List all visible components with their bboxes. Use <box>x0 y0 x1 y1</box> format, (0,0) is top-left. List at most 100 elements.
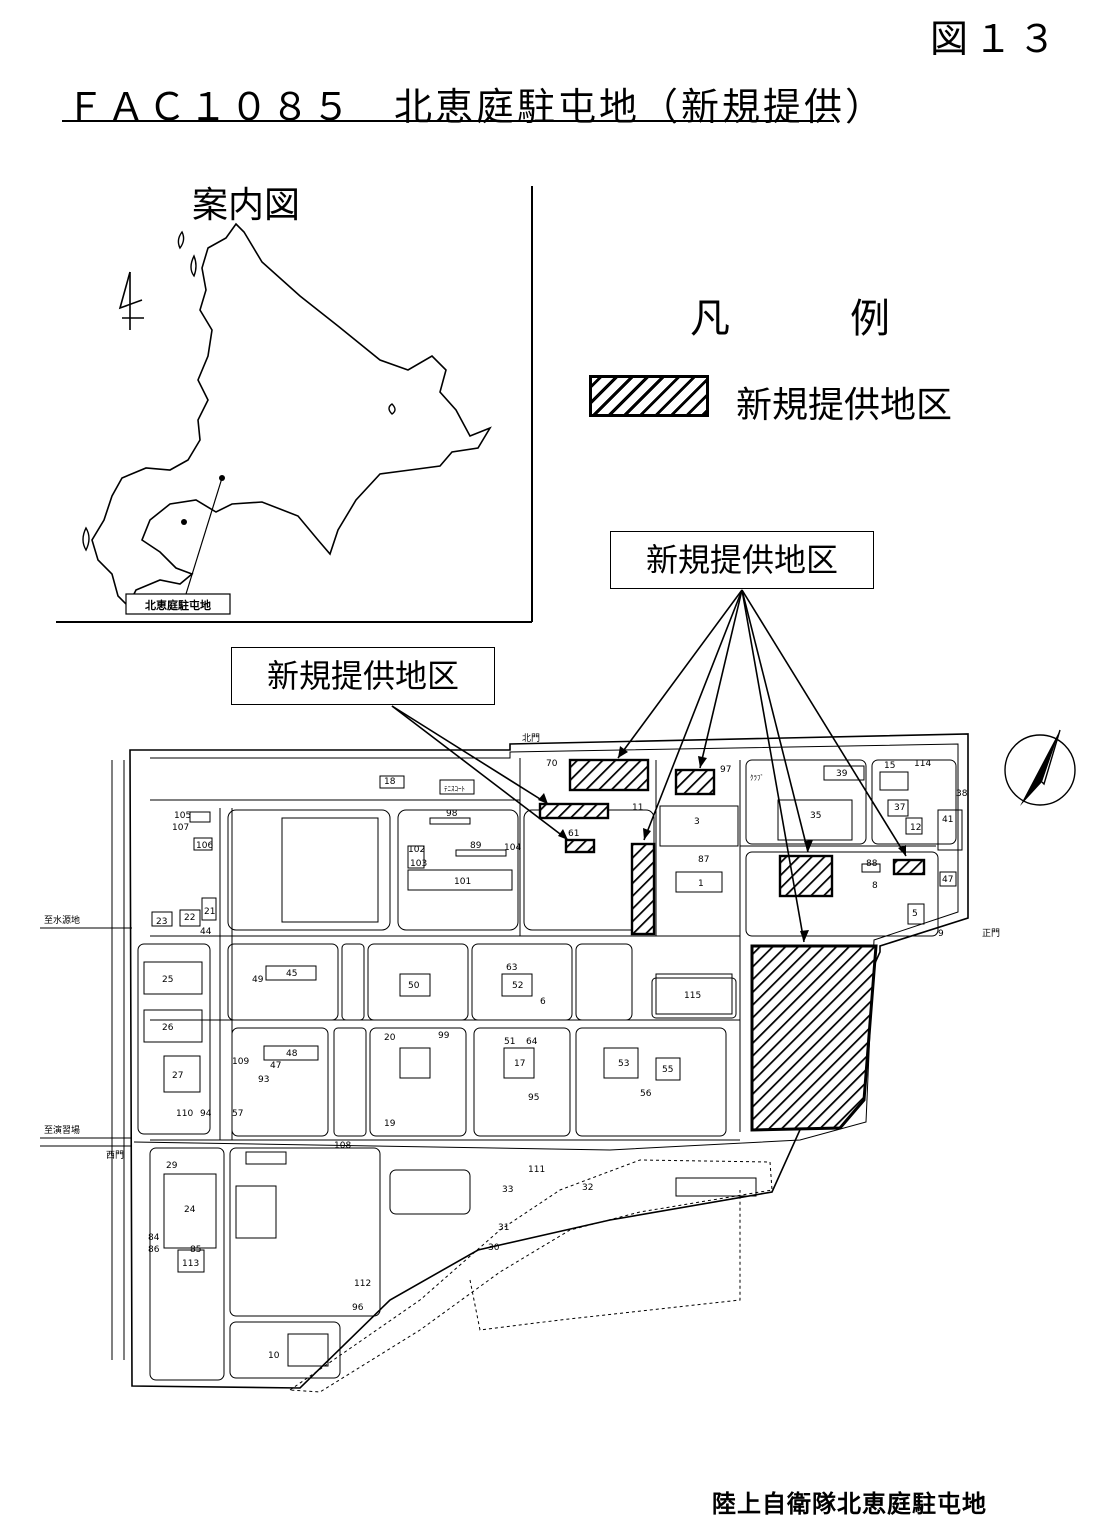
inset-location-label: 北恵庭駐屯地 <box>145 598 211 612</box>
building-number-115: 115 <box>684 991 701 1001</box>
west-gate-label: 西門 <box>106 1150 124 1161</box>
building-number-32: 32 <box>582 1183 593 1193</box>
building-number-12: 12 <box>910 823 921 833</box>
building-number-57: 57 <box>232 1109 243 1119</box>
to-training-area-label: 至演習場 <box>44 1124 80 1136</box>
building-number-88: 88 <box>866 859 878 869</box>
building-number-44: 44 <box>200 927 212 937</box>
bottom-caption: 陸上自衛隊北恵庭駐屯地 <box>712 1490 987 1518</box>
building-number-113: 113 <box>182 1259 199 1269</box>
building-number-20: 20 <box>384 1033 396 1043</box>
building-number-52: 52 <box>512 981 523 991</box>
main-gate-label: 正門 <box>982 928 1000 939</box>
building-number-37: 37 <box>894 803 905 813</box>
arrow-heads <box>538 746 906 942</box>
building-number-96: 96 <box>352 1303 364 1313</box>
building-number-70: 70 <box>546 759 558 769</box>
building-number-93: 93 <box>258 1075 269 1085</box>
building-number-84: 84 <box>148 1233 160 1243</box>
building-number-33: 33 <box>502 1185 513 1195</box>
building-number-28: 28 <box>0 0 12 3</box>
building-number-11: 11 <box>632 803 643 813</box>
building-number-21: 21 <box>204 907 215 917</box>
building-number-61: 61 <box>568 829 579 839</box>
legend-label: 新規提供地区 <box>736 385 953 426</box>
building-number-15: 15 <box>884 761 895 771</box>
callout-arrows <box>391 589 907 943</box>
building-number-97: 97 <box>720 765 731 775</box>
callout-new-area-east: 新規提供地区 <box>610 531 874 589</box>
building-number-64: 64 <box>526 1037 538 1047</box>
building-number-8: 8 <box>872 881 878 891</box>
new-area-large <box>750 944 878 1132</box>
building-number-35: 35 <box>810 811 821 821</box>
building-number-101: 101 <box>454 877 471 887</box>
building-number-51: 51 <box>504 1037 515 1047</box>
compass-icon <box>1004 729 1076 806</box>
building-number-10: 10 <box>268 1351 280 1361</box>
building-number-47: 47 <box>942 875 953 885</box>
building-number-27: 27 <box>172 1071 183 1081</box>
building-number-95: 95 <box>528 1093 539 1103</box>
building-number-103: 103 <box>410 859 427 869</box>
building-number-5: 5 <box>912 909 918 919</box>
building-number-38: 38 <box>956 789 968 799</box>
building-number-63: 63 <box>506 963 517 973</box>
building-number-26: 26 <box>162 1023 174 1033</box>
new-area-strip <box>630 842 656 936</box>
inset-title: 案内図 <box>192 185 301 226</box>
title-underline <box>62 120 834 122</box>
building-number-48: 48 <box>286 1049 298 1059</box>
building-number-49: 49 <box>252 975 264 985</box>
new-area-97 <box>674 768 716 796</box>
building-number-112: 112 <box>354 1279 371 1289</box>
hokkaido-outline <box>91 222 492 608</box>
new-area-north-2 <box>538 802 610 820</box>
legend-hatch-swatch <box>589 375 709 417</box>
building-number-110: 110 <box>176 1109 193 1119</box>
building-number-25: 25 <box>162 975 173 985</box>
building-number-30: 30 <box>488 1243 500 1253</box>
building-number-105: 105 <box>174 811 191 821</box>
building-number-6: 6 <box>540 997 546 1007</box>
building-number-104: 104 <box>504 843 521 853</box>
building-number-98: 98 <box>446 809 458 819</box>
embankment <box>288 1159 773 1393</box>
building-number-45: 45 <box>286 969 297 979</box>
building-number-50: 50 <box>408 981 420 991</box>
building-number-41: 41 <box>942 815 953 825</box>
building-number-9: 9 <box>938 929 944 939</box>
building-number-23: 23 <box>156 917 167 927</box>
new-area-88 <box>892 858 926 876</box>
building-number-31: 31 <box>498 1223 509 1233</box>
building-number-18: 18 <box>384 777 396 787</box>
building-number-24: 24 <box>184 1205 196 1215</box>
building-number-1: 1 <box>698 879 704 889</box>
building-number-102: 102 <box>408 845 425 855</box>
building-number-114: 114 <box>914 759 931 769</box>
building-number-56: 56 <box>640 1089 652 1099</box>
building-number-3: 3 <box>694 817 700 827</box>
building-number-106: 106 <box>196 841 213 851</box>
building-number-29: 29 <box>166 1161 178 1171</box>
building-number-22: 22 <box>184 913 195 923</box>
building-number-39: 39 <box>836 769 848 779</box>
building-number-108: 108 <box>334 1141 351 1151</box>
figure-number: 図１３ <box>930 17 1063 61</box>
building-number-19: 19 <box>384 1119 396 1129</box>
building-number-99: 99 <box>438 1031 450 1041</box>
new-provision-areas <box>538 758 926 1132</box>
club-label: ｸﾗﾌﾞ <box>750 774 764 782</box>
building-number-107: 107 <box>172 823 189 833</box>
new-area-center-east <box>778 854 834 898</box>
legend-heading: 凡 例 <box>690 296 930 342</box>
building-number-55: 55 <box>662 1065 673 1075</box>
inset-frame <box>56 186 533 623</box>
new-area-61 <box>564 838 596 854</box>
building-number-17: 17 <box>514 1059 525 1069</box>
building-number-111: 111 <box>528 1165 545 1175</box>
inset-north-arrow-icon <box>118 271 144 330</box>
callout-new-area-north: 新規提供地区 <box>231 647 495 705</box>
